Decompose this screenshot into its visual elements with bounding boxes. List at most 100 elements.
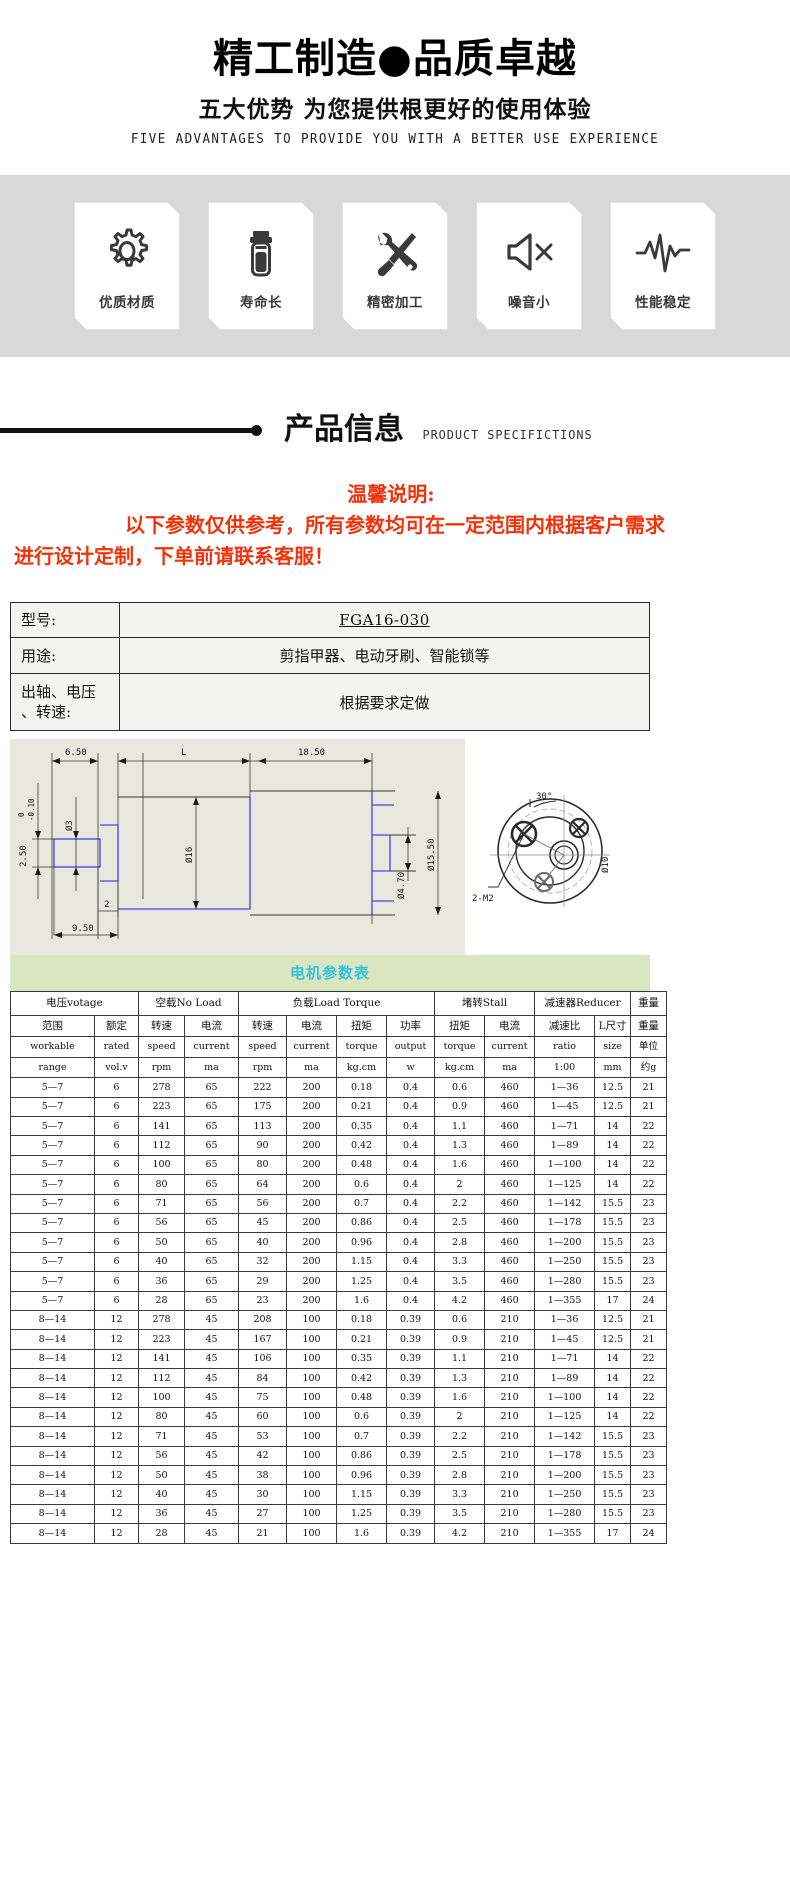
table-cell: 15.5 (594, 1445, 632, 1467)
table-cell: 6 (93, 1154, 140, 1176)
table-cell: 210 (484, 1503, 536, 1525)
table-cell: 175 (238, 1096, 288, 1118)
table-cell: 65 (184, 1290, 240, 1311)
table-cell: 14 (594, 1387, 632, 1408)
advantage-label: 噪音小 (508, 294, 550, 311)
table-cell: 2.8 (434, 1465, 486, 1486)
table-cell: 3.3 (434, 1251, 486, 1273)
table-cell: 1.1 (434, 1115, 486, 1137)
table-cell: 0.39 (386, 1523, 436, 1544)
table-cell: 12.5 (594, 1309, 632, 1331)
table-cell: 14 (594, 1348, 632, 1370)
group-voltage: 电压votage (9, 991, 140, 1016)
table-cell: 6 (93, 1096, 140, 1118)
advantage-card-lifespan[interactable]: 寿命长 (208, 202, 314, 330)
table-cell: 0.6 (434, 1309, 486, 1331)
table-cell: 0.4 (386, 1232, 436, 1253)
table-cell: 5—7 (10, 1212, 95, 1234)
dim-2-m2: 2-M2 (472, 894, 494, 904)
model-value: FGA16-030 (119, 601, 650, 639)
table-cell: 8—14 (10, 1329, 95, 1350)
table-cell: 5—7 (10, 1193, 95, 1214)
notice-line-3: 进行设计定制，下单前请联系客服！ (14, 544, 334, 568)
table-cell: 100 (286, 1329, 338, 1350)
group-load: 负载Load Torque (238, 991, 436, 1016)
table-cell: 100 (286, 1503, 338, 1525)
hdr-unit: 约g (630, 1056, 668, 1079)
table-cell: 460 (484, 1154, 536, 1176)
technical-drawing: 6.50 L 18.50 0 -0.10 2.50 Ø3 (10, 739, 650, 956)
table-cell: 100 (286, 1309, 338, 1331)
table-cell: 200 (286, 1232, 338, 1253)
table-cell: 210 (484, 1406, 536, 1428)
table-cell: 1.3 (434, 1368, 486, 1389)
table-cell: 200 (286, 1251, 338, 1273)
table-cell: 45 (184, 1484, 240, 1505)
advantage-card-lownoise[interactable]: 噪音小 (476, 202, 582, 330)
notice-line-2: 以下参数仅供参考，所有参数均可在一定范围内根据客户需求 (125, 513, 665, 537)
table-cell: 210 (484, 1484, 536, 1505)
hdr-en: speed (238, 1036, 288, 1058)
drawing-end-view-bg (465, 739, 650, 956)
table-cell: 23 (630, 1232, 668, 1253)
shaft-voltage-speed-value: 根据要求定做 (119, 673, 650, 732)
table-cell: 14 (594, 1368, 632, 1389)
table-cell: 21 (630, 1096, 668, 1118)
hdr-cn: 功率 (386, 1014, 436, 1038)
hdr-en: size (594, 1036, 632, 1058)
table-cell: 21 (630, 1309, 668, 1331)
table-cell: 0.6 (434, 1077, 486, 1098)
hdr-cn: 扭矩 (434, 1014, 486, 1038)
advantage-card-stability[interactable]: 性能稳定 (610, 202, 716, 330)
advantage-card-precision[interactable]: 精密加工 (342, 202, 448, 330)
hdr-cn: 转速 (138, 1014, 186, 1038)
table-cell: 200 (286, 1154, 338, 1176)
table-cell: 17 (594, 1523, 632, 1544)
dim-tolerance-lower: -0.10 (27, 798, 36, 821)
table-cell: 1—100 (534, 1387, 596, 1408)
table-cell: 141 (138, 1115, 186, 1137)
table-cell: 460 (484, 1135, 536, 1156)
table-cell: 64 (238, 1174, 288, 1195)
table-cell: 210 (484, 1329, 536, 1350)
table-cell: 14 (594, 1135, 632, 1156)
table-cell: 1.6 (434, 1154, 486, 1176)
table-cell: 12 (93, 1503, 140, 1525)
table-cell: 100 (286, 1387, 338, 1408)
table-cell: 460 (484, 1290, 536, 1311)
table-cell: 0.96 (336, 1465, 388, 1486)
table-cell: 1—45 (534, 1329, 596, 1350)
table-cell: 14 (594, 1406, 632, 1428)
dim-2: 2 (104, 900, 109, 910)
table-cell: 12 (93, 1368, 140, 1389)
table-cell: 0.6 (336, 1406, 388, 1428)
table-cell: 210 (484, 1445, 536, 1467)
table-cell: 65 (184, 1174, 240, 1195)
hdr-unit: ma (286, 1056, 338, 1079)
hdr-cn: 电流 (184, 1014, 240, 1038)
table-cell: 8—14 (10, 1484, 95, 1505)
table-cell: 2 (434, 1406, 486, 1428)
table-cell: 0.39 (386, 1309, 436, 1331)
table-cell: 0.4 (386, 1096, 436, 1118)
table-cell: 0.39 (386, 1387, 436, 1408)
section-heading: 产品信息 PRODUCT SPECIFICTIONS (0, 415, 790, 445)
hdr-en: current (484, 1036, 536, 1058)
table-cell: 56 (138, 1445, 186, 1467)
tools-icon (367, 222, 423, 284)
table-cell: 23 (630, 1484, 668, 1505)
model-number: FGA16-030 (339, 611, 430, 630)
table-cell: 200 (286, 1174, 338, 1195)
table-cell: 80 (238, 1154, 288, 1176)
table-cell: 200 (286, 1115, 338, 1137)
dim-30-deg: 30° (536, 792, 552, 802)
table-cell: 0.39 (386, 1368, 436, 1389)
table-cell: 15.5 (594, 1232, 632, 1253)
table-cell: 29 (238, 1271, 288, 1292)
advantage-card-material[interactable]: 优质材质 (74, 202, 180, 330)
table-cell: 0.4 (386, 1077, 436, 1098)
